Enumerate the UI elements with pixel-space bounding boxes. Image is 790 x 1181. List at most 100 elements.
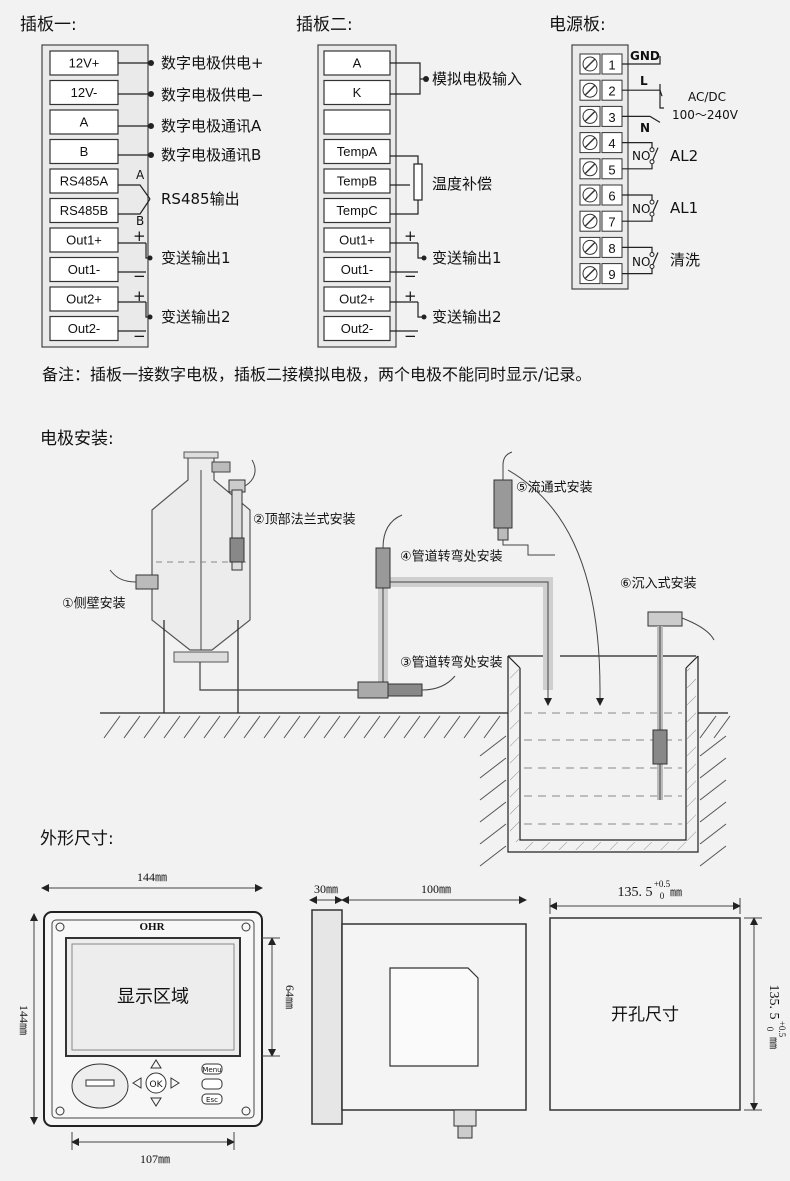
board-2-label-out2: 变送输出2 [432, 308, 502, 326]
board-1-cells: 12V+12V-ABRS485ARS485BOut1+Out1-Out2+Out… [49, 50, 119, 342]
power-label-al1: AL1 [670, 199, 698, 217]
side-front-depth-label: 30㎜ [314, 882, 338, 896]
dimensions-title: 外形尺寸: [40, 829, 114, 849]
board-2-out1-plus-sign: + [404, 227, 417, 245]
board-1-label-12v-plus: 数字电极供电+ [161, 54, 264, 72]
board-1: 插板一: 12V+12V-ABRS485ARS485BOut1+Out1-Out… [20, 15, 264, 348]
cutout-width-value: 135. 5 [618, 885, 653, 900]
board-1-label-comm-b: 数字电极通讯B [161, 146, 261, 164]
note-text: 备注：插板一接数字电极，插板二接模拟电极，两个电极不能同时显示/记录。 [42, 365, 591, 384]
board-2-cell-label-7: Out1- [341, 262, 374, 277]
board-2-cell-label-9: Out2- [341, 321, 374, 336]
up-arrow-button[interactable] [150, 1059, 162, 1069]
cutout-height-value: 135. 5 [766, 985, 781, 1020]
board-2-cell-label-3: TempA [337, 144, 378, 159]
board-1-label-comm-a: 数字电极通讯A [161, 117, 262, 135]
board-1-cell-label-8: Out2+ [66, 292, 102, 307]
down-arrow-button[interactable] [150, 1097, 162, 1107]
board-1-label-out2: 变送输出2 [161, 308, 231, 326]
menu-button-label: Menu [202, 1066, 221, 1074]
board-1-cell-label-2: A [80, 115, 89, 130]
left-arrow-button[interactable] [132, 1077, 142, 1089]
board-1-out1-plus-sign: + [133, 227, 146, 245]
cutout-width-tol-lower: 0 [660, 891, 665, 901]
board-2-cell-8 [323, 286, 391, 312]
display-area [65, 937, 241, 1057]
power-terminal-number-3: 3 [608, 110, 615, 125]
board-1-cell-label-0: 12V+ [69, 56, 100, 71]
ground-illustration [100, 712, 731, 867]
pipe-illustration [199, 469, 604, 706]
power-terminal-number-8: 8 [608, 241, 615, 256]
power-label-no-3: NO [632, 255, 650, 269]
board-1-label-12v-minus: 数字电极供电− [161, 86, 264, 104]
install-label-pipe-bend-lower: ③管道转弯处安装 [400, 655, 503, 671]
record-button[interactable] [201, 1078, 223, 1090]
board-1-cell-label-9: Out2- [68, 321, 101, 336]
power-label-gnd: GND [630, 49, 660, 63]
board-2-out1-minus-sign: − [404, 267, 417, 285]
board-2-cell-4 [323, 168, 391, 194]
electrode-pipe-bend-lower [357, 675, 456, 699]
side-view: 30㎜ 100㎜ [309, 882, 527, 1139]
board-2-title: 插板二: [296, 15, 353, 35]
board-1-cell-2 [49, 109, 119, 135]
bottom-width-label: 107㎜ [140, 1152, 170, 1166]
board-2-cell-9 [323, 315, 391, 342]
board-1-label-out1: 变送输出1 [161, 249, 231, 267]
menu-button[interactable] [201, 1063, 223, 1075]
board-2-cell-label-5: TempC [336, 203, 377, 218]
board-2-cell-label-8: Out2+ [339, 292, 375, 307]
ok-button[interactable] [145, 1072, 167, 1094]
front-width-label: 144㎜ [137, 870, 167, 884]
power-label-l: L [640, 74, 648, 88]
board-1-cell-1 [49, 79, 119, 106]
board-2-cell-label-4: TempB [337, 174, 377, 189]
right-arrow-button[interactable] [170, 1077, 180, 1089]
install-label-immersion: ⑥沉入式安装 [620, 577, 697, 592]
cutout-height-tol-lower: 0 [765, 1027, 775, 1032]
electrode-pipe-bend-upper [375, 514, 403, 589]
power-label-n: N [640, 121, 650, 135]
power-label-al2: AL2 [670, 147, 698, 165]
board-1-out2-plus-sign: + [133, 287, 146, 305]
power-terminal-number-1: 1 [608, 58, 615, 73]
board-1-cell-4 [49, 168, 119, 194]
power-label-acdc: AC/DC [688, 90, 726, 104]
board-1-wires [118, 60, 154, 332]
installation-section: 电极安装: [40, 429, 731, 867]
board-2-cell-label-0: A [353, 56, 362, 71]
electrode-immersion [647, 611, 715, 800]
board-1-cell-8 [49, 286, 119, 312]
board-1-cell-label-6: Out1+ [66, 233, 102, 248]
pool-illustration [507, 655, 699, 853]
front-height-label: 144㎜ [17, 1005, 31, 1035]
board-1-out1-minus-sign: − [133, 267, 146, 285]
front-view: 144㎜ 144㎜ OHR 显示区域 OK Menu Es [17, 870, 297, 1166]
board-2-cell-1 [323, 79, 391, 106]
board-2-cell-7 [323, 256, 391, 283]
board-1-cell-9 [49, 315, 119, 342]
cutout-height-unit: ㎜ [767, 1037, 781, 1049]
side-depth-label: 100㎜ [421, 882, 451, 896]
cutout-width-tol-upper: +0.5 [654, 879, 671, 889]
dimensions-section: 外形尺寸: 144㎜ 144㎜ OHR 显示区域 OK [17, 829, 787, 1166]
cutout-view: 135. 5 +0.5 0 ㎜ 开孔尺寸 135. 5 +0.5 0 ㎜ [549, 879, 787, 1111]
power-terminal-number-2: 2 [608, 84, 615, 99]
power-wires [622, 56, 664, 275]
board-1-out2-minus-sign: − [133, 327, 146, 345]
brand-logo-text: OHR [139, 921, 165, 933]
power-label-voltage: 100～240V [672, 108, 739, 122]
board-2-cell-0 [323, 50, 391, 76]
board-2-label-analog-input: 模拟电极输入 [432, 70, 522, 88]
esc-button[interactable] [201, 1093, 223, 1105]
installation-title: 电极安装: [40, 429, 114, 449]
board-2-out2-plus-sign: + [404, 287, 417, 305]
board-2-cell-2 [323, 109, 391, 135]
board-1-mark-b: B [136, 214, 144, 228]
esc-button-label: Esc [206, 1096, 218, 1104]
vessel-illustration [151, 451, 251, 713]
board-1-cell-label-4: RS485A [60, 174, 109, 189]
display-area-label: 显示区域 [117, 987, 189, 1008]
